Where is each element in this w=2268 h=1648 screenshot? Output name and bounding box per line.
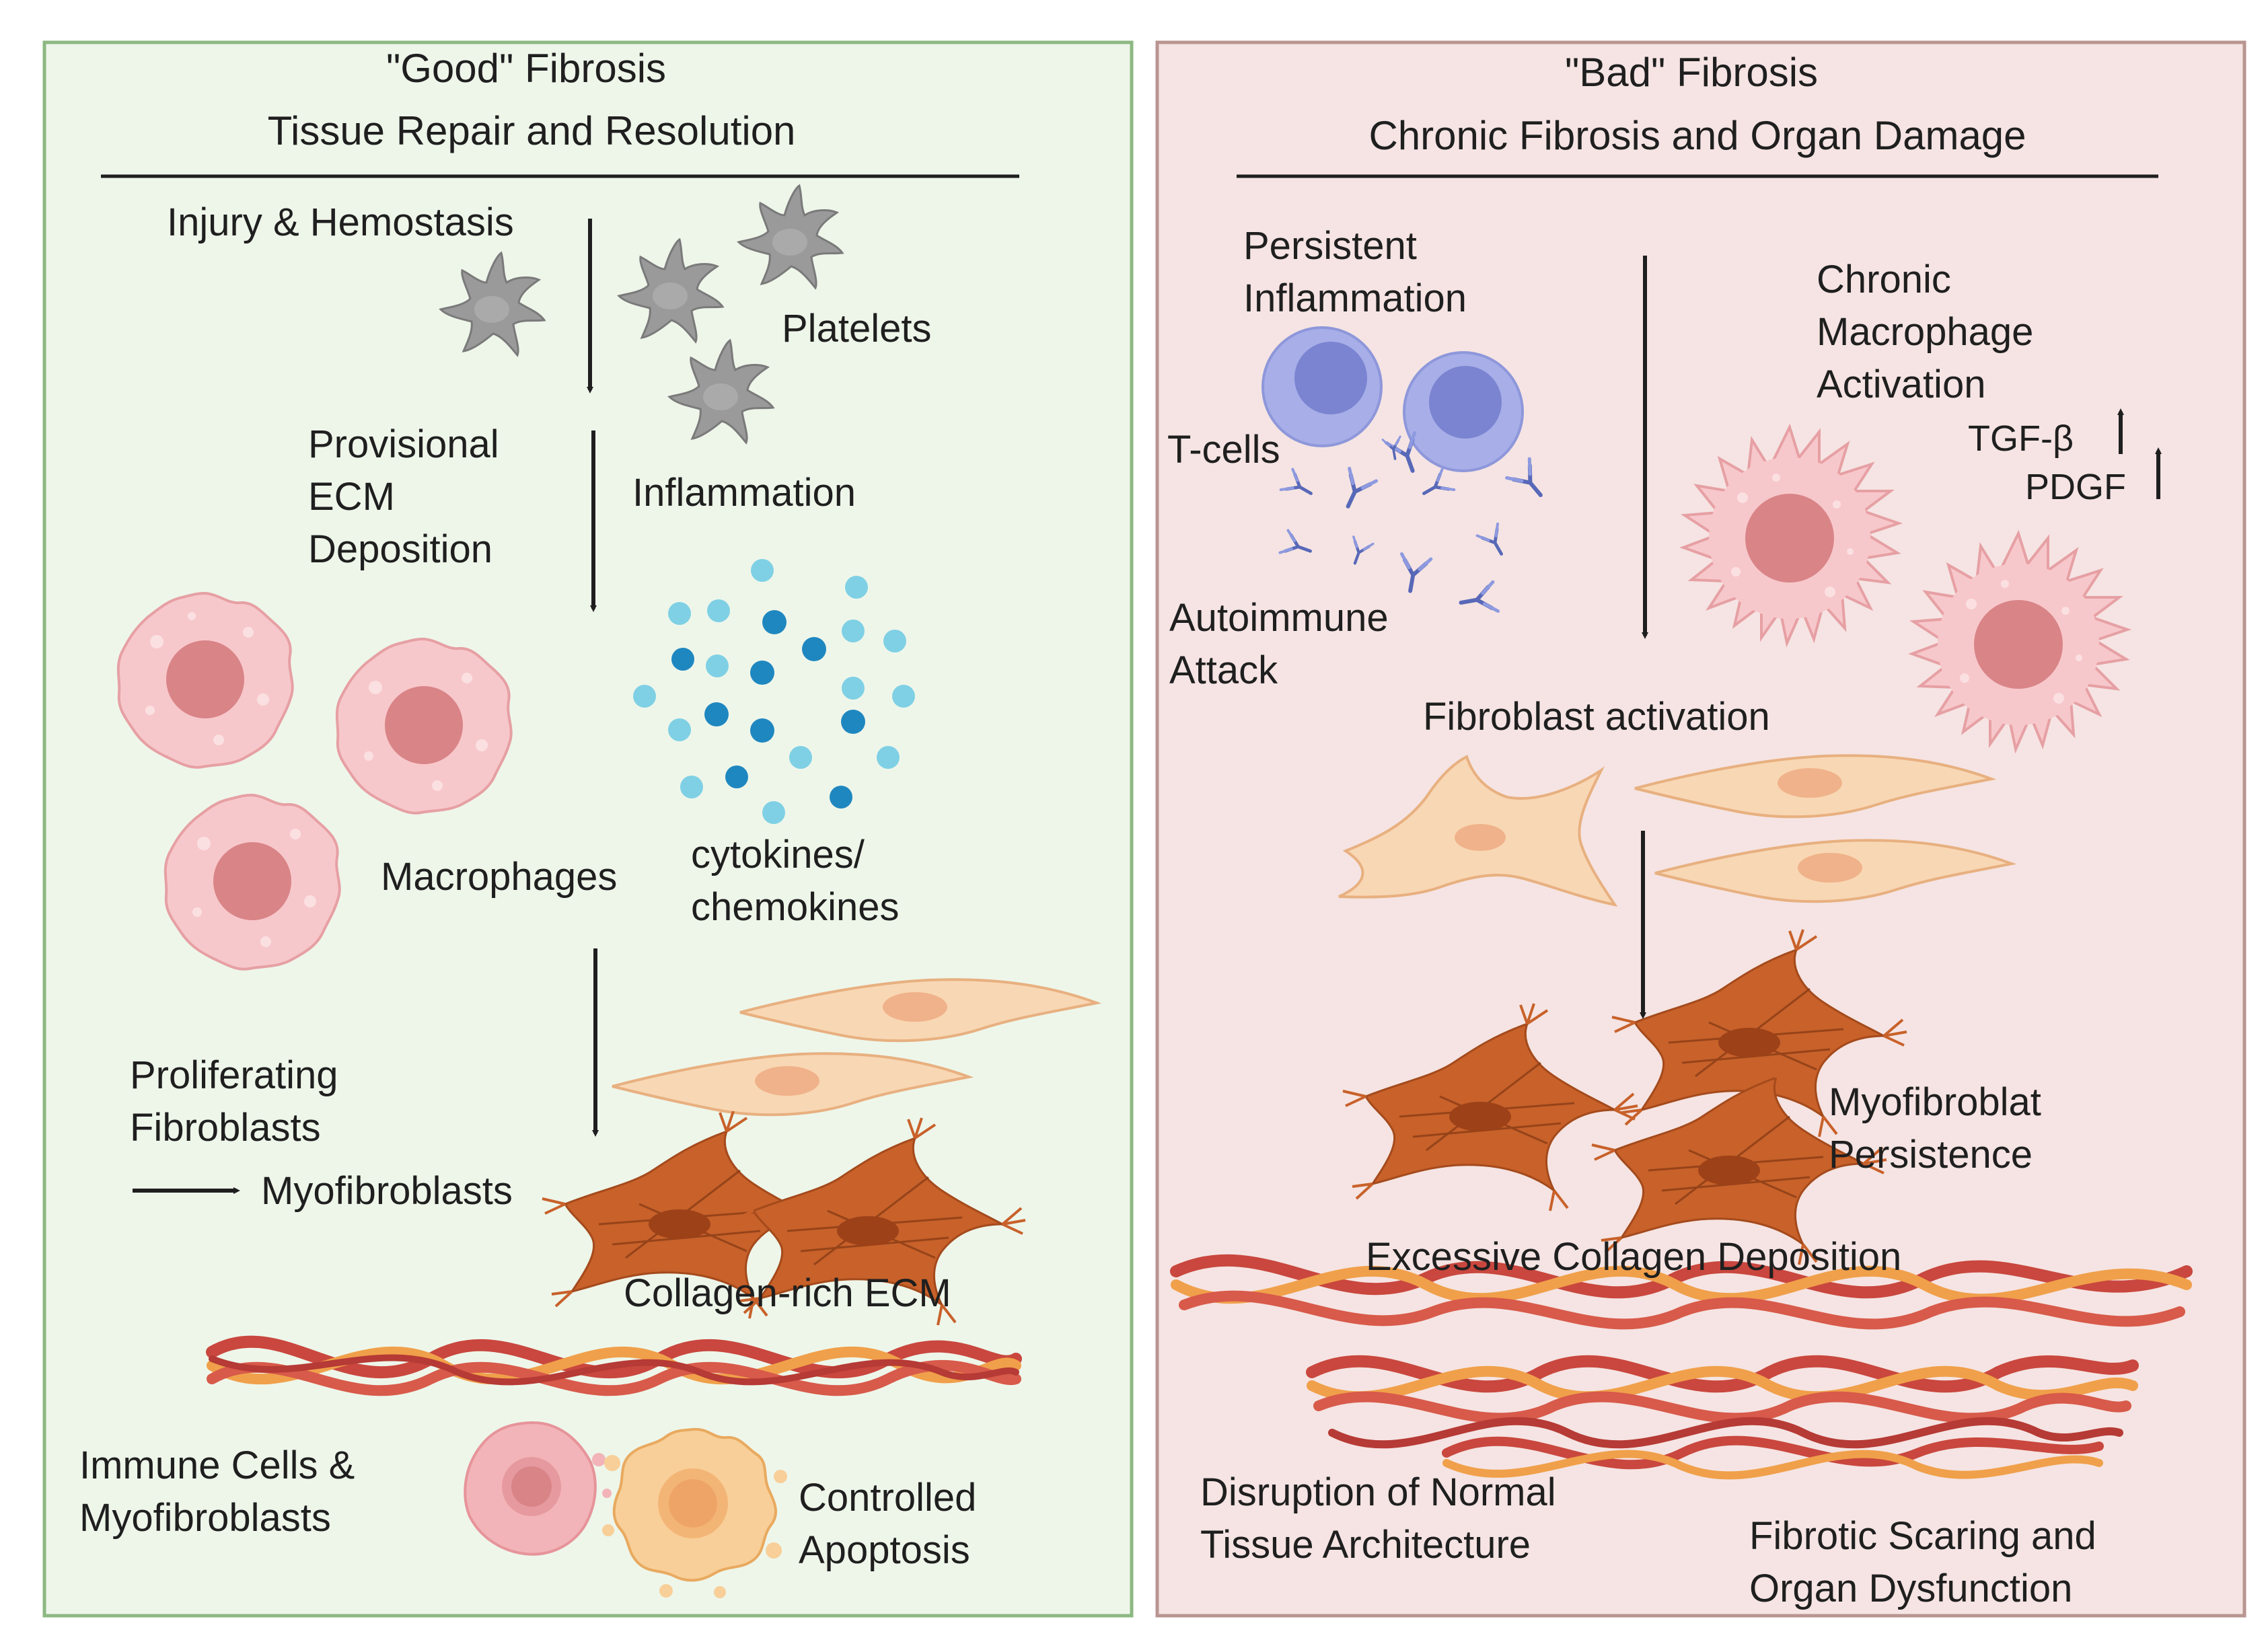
myofibroblasts-label: Myofibroblasts [261, 1169, 513, 1213]
disruption-label-1: Disruption of Normal [1200, 1470, 1556, 1514]
apoptosis-label-2: Apoptosis [799, 1528, 970, 1572]
immune-cells-label-1: Immune Cells & [79, 1444, 355, 1487]
provisional-ecm-label-3: Deposition [308, 527, 492, 571]
chronic-macrophage-label-2: Macrophage [1817, 310, 2033, 354]
macrophage-cell [335, 638, 513, 815]
right-panel-title: "Bad" Fibrosis [1565, 50, 1818, 95]
proliferating-label-2: Fibroblasts [130, 1106, 321, 1150]
right-panel-background [1155, 40, 2246, 1618]
platelets-label: Platelets [782, 307, 931, 350]
apoptotic-macrophage [464, 1421, 612, 1556]
t-cell [1261, 326, 1383, 447]
proliferating-label-1: Proliferating [130, 1053, 338, 1097]
cytokines-label-2: chemokines [691, 885, 899, 929]
persistent-inflammation-label-2: Inflammation [1243, 276, 1467, 320]
left-panel-subtitle: Tissue Repair and Resolution [268, 108, 796, 153]
cytokine-cluster [633, 559, 915, 824]
fibroblast-activation-label: Fibroblast activation [1423, 695, 1770, 739]
macrophage-cell [163, 794, 341, 971]
t-cells-label: T-cells [1167, 428, 1280, 472]
myofibroblast-persistence-label-2: Persistence [1829, 1133, 2033, 1176]
bad-fibrosis-panel: "Bad" Fibrosis Chronic Fibrosis and Orga… [1155, 40, 2246, 1618]
persistent-inflammation-label-1: Persistent [1243, 224, 1417, 268]
collagen-fiber [206, 1335, 1022, 1396]
pdgf-label: PDGF [2025, 467, 2126, 507]
apoptosis-label-1: Controlled [799, 1476, 976, 1520]
inflammation-label: Inflammation [632, 471, 856, 515]
t-cell [1403, 351, 1524, 472]
provisional-ecm-label-2: ECM [308, 475, 395, 519]
provisional-ecm-label-1: Provisional [308, 422, 499, 466]
collagen-ecm-label: Collagen-rich ECM [624, 1271, 951, 1315]
excessive-collagen-label: Excessive Collagen Deposition [1366, 1235, 1901, 1279]
cytokines-label-1: cytokines/ [691, 833, 865, 876]
chronic-macrophage-label-3: Activation [1817, 363, 1985, 406]
immune-cells-label-2: Myofibroblasts [79, 1496, 331, 1540]
disruption-label-2: Tissue Architecture [1200, 1523, 1531, 1567]
good-fibrosis-panel: "Good" Fibrosis Tissue Repair and Resolu… [42, 40, 1134, 1618]
scaring-label-1: Fibrotic Scaring and [1749, 1514, 2096, 1558]
autoimmune-label-2: Attack [1169, 648, 1278, 692]
chronic-macrophage-label-1: Chronic [1817, 258, 1951, 301]
dense-collagen-deposition [1170, 1254, 2193, 1480]
autoimmune-label-1: Autoimmune [1169, 596, 1389, 640]
macrophages-label: Macrophages [381, 855, 617, 899]
scaring-label-2: Organ Dysfunction [1749, 1567, 2072, 1610]
left-panel-title: "Good" Fibrosis [386, 46, 666, 91]
fibroblast-cell [1338, 755, 1618, 907]
macrophage-cell [116, 592, 294, 769]
tgf-beta-label: TGF-β [1968, 418, 2074, 459]
injury-hemostasis-label: Injury & Hemostasis [167, 200, 514, 244]
right-panel-subtitle: Chronic Fibrosis and Organ Damage [1368, 113, 2026, 158]
apoptotic-fibroblast [602, 1427, 787, 1598]
myofibroblast-persistence-label-1: Myofibroblat [1829, 1080, 2041, 1124]
